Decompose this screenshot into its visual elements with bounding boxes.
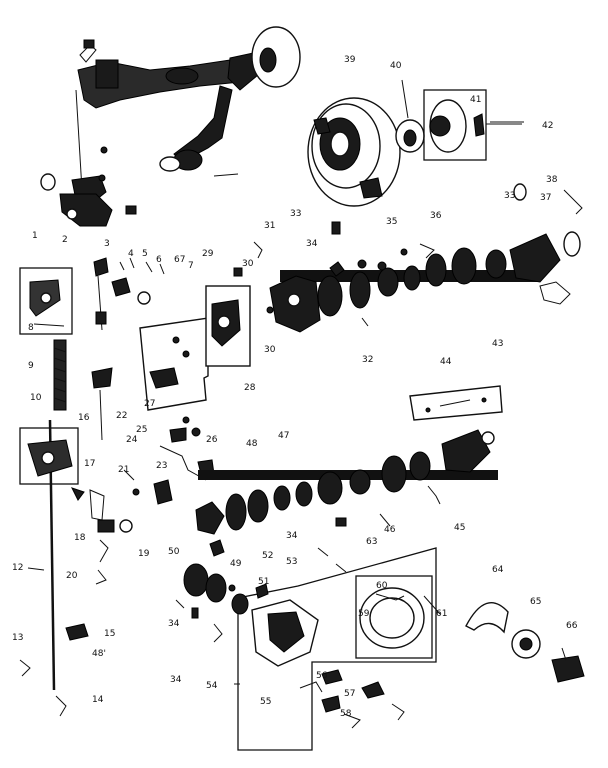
part-label: 9	[28, 361, 34, 371]
part-label: 2	[62, 235, 68, 245]
part-label: 20	[66, 571, 78, 581]
part-label: 55	[260, 697, 271, 707]
needle-bar-linkage	[40, 26, 301, 227]
handwheel	[307, 97, 401, 207]
tension-assembly	[19, 257, 109, 335]
part-label: 38	[546, 175, 558, 185]
part-label: 7	[188, 261, 194, 271]
part-label: 42	[542, 121, 553, 131]
part-label: 12	[12, 563, 23, 573]
part-label: 41	[470, 95, 481, 105]
part-label: 65	[530, 597, 541, 607]
part-label: 34	[286, 531, 298, 541]
part-label: 61	[436, 609, 447, 619]
part-label: 29	[202, 249, 214, 259]
part-label: 34	[168, 619, 180, 629]
part-label: 25	[136, 425, 147, 435]
part-label: 33	[504, 191, 515, 201]
part-label: 51	[258, 577, 269, 587]
hook-assembly-box	[237, 547, 437, 751]
feed-plate-assembly	[111, 257, 251, 411]
part-label: 37	[540, 193, 551, 203]
part-label: 56	[316, 671, 328, 681]
part-label: 24	[126, 435, 138, 445]
part-label: 27	[144, 399, 155, 409]
part-label: 10	[30, 393, 42, 403]
part-label: 34	[170, 675, 182, 685]
part-label: 64	[492, 565, 504, 575]
part-label: 19	[138, 549, 150, 559]
part-label: 30	[264, 345, 276, 355]
part-label: 67	[174, 255, 185, 265]
part-label: 26	[206, 435, 218, 445]
part-label: 22	[116, 411, 127, 421]
part-label: 18	[74, 533, 86, 543]
leader-lines	[27, 121, 524, 685]
part-label: 57	[344, 689, 355, 699]
part-label: 35	[386, 217, 397, 227]
part-label: 15	[104, 629, 115, 639]
lower-shaft	[195, 429, 498, 573]
part-label: 66	[566, 621, 578, 631]
rotary-hook	[175, 563, 319, 667]
part-label: 46	[384, 525, 396, 535]
needle-bar	[19, 367, 133, 717]
part-label: 34	[306, 239, 318, 249]
part-label: 54	[206, 681, 218, 691]
part-label: 17	[84, 459, 95, 469]
part-label: 47	[278, 431, 289, 441]
face-plate	[409, 385, 503, 421]
part-label: 58	[340, 709, 352, 719]
part-label: 33	[290, 209, 301, 219]
part-label: 28	[244, 383, 256, 393]
part-label: 5	[142, 249, 148, 259]
bushings	[513, 183, 583, 215]
part-label: 16	[78, 413, 90, 423]
part-label: 50	[168, 547, 180, 557]
take-up-spring	[53, 339, 67, 411]
part-label: 21	[118, 465, 129, 475]
part-label: 52	[262, 551, 273, 561]
bobbin-case-parts	[465, 602, 585, 683]
part-label: 32	[362, 355, 373, 365]
part-label: 8	[28, 323, 34, 333]
part-label: 36	[430, 211, 442, 221]
bobbin-parts	[299, 669, 405, 729]
part-label: 30	[242, 259, 254, 269]
part-label: 59	[358, 609, 370, 619]
part-label: 60	[376, 581, 388, 591]
upper-main-shaft	[233, 221, 581, 333]
part-label: 48'	[92, 649, 106, 659]
part-label: 31	[264, 221, 275, 231]
part-labels: 1 2 3 4 5 6 67 7 8 9 10 16 22 17 21 23 2…	[12, 55, 578, 719]
part-label: 1	[32, 231, 38, 241]
part-label: 3	[104, 239, 110, 249]
part-label: 23	[156, 461, 167, 471]
part-label: 48	[246, 439, 258, 449]
part-label: 39	[344, 55, 356, 65]
clutch-knob-box	[423, 89, 522, 161]
part-label: 63	[366, 537, 377, 547]
part-label: 4	[128, 249, 134, 259]
clutch-washer	[395, 79, 425, 153]
part-label: 6	[156, 255, 162, 265]
part-label: 13	[12, 633, 23, 643]
part-label: 14	[92, 695, 104, 705]
part-label: 49	[230, 559, 242, 569]
part-label: 45	[454, 523, 465, 533]
part-label: 44	[440, 357, 452, 367]
part-label: 53	[286, 557, 297, 567]
part-label: 40	[390, 61, 402, 71]
part-label: 43	[492, 339, 503, 349]
